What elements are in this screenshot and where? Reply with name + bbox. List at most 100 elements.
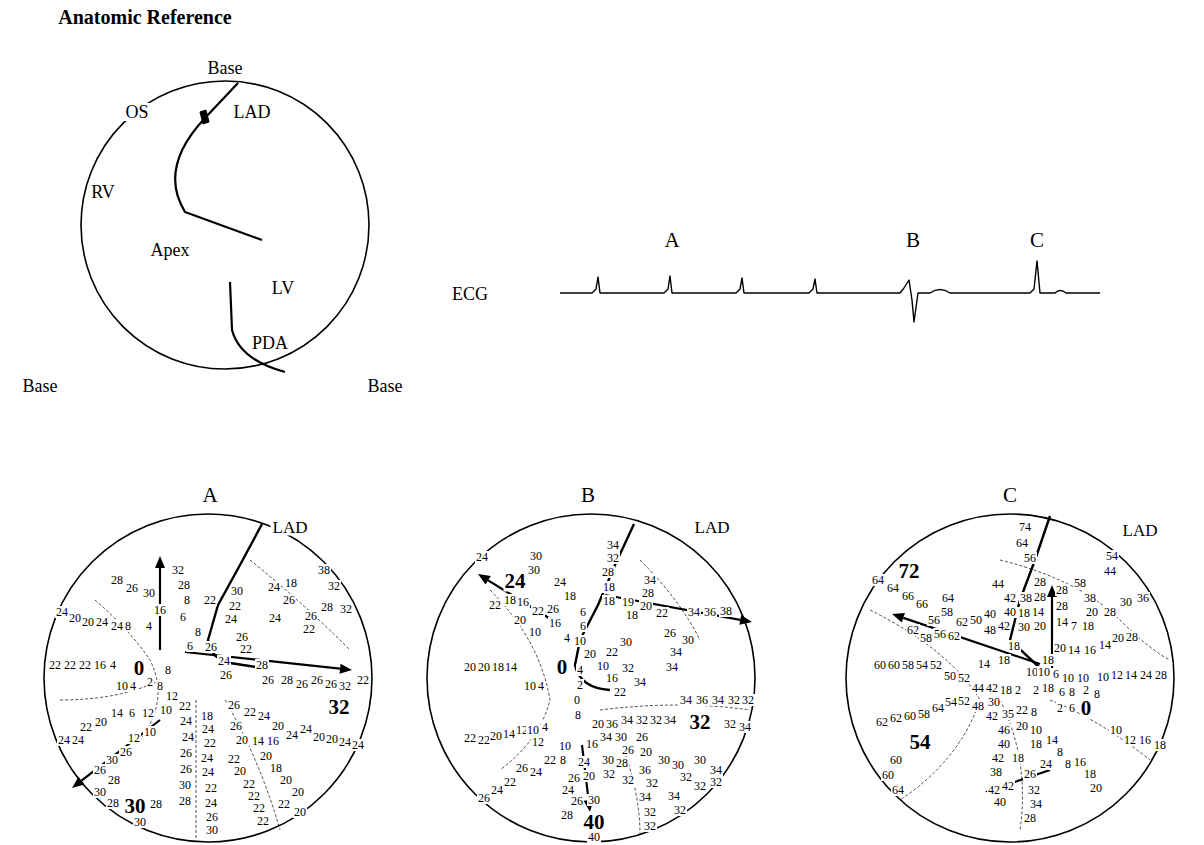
activation-time: 34 bbox=[679, 694, 693, 706]
activation-time: 30 bbox=[614, 731, 628, 743]
activation-time: 16 bbox=[605, 672, 619, 684]
activation-time: 42 bbox=[987, 784, 1001, 796]
activation-time: 18 bbox=[1041, 654, 1055, 666]
activation-time: 32 bbox=[689, 712, 712, 733]
activation-time: 20 bbox=[583, 648, 597, 660]
activation-time: 22 bbox=[79, 721, 93, 733]
activation-time: 16 bbox=[266, 735, 280, 747]
activation-time: 44 bbox=[1103, 565, 1117, 577]
activation-time: 50 bbox=[969, 614, 983, 626]
activation-time: 46 bbox=[997, 724, 1011, 736]
activation-time: 36 bbox=[1136, 592, 1150, 604]
activation-time: 26 bbox=[295, 678, 309, 690]
activation-time: 30 bbox=[527, 564, 541, 576]
activation-time: 2 bbox=[1082, 684, 1090, 696]
activation-time: 34 bbox=[665, 661, 679, 673]
activation-time: 26 bbox=[621, 744, 635, 756]
activation-time: 26 bbox=[546, 603, 560, 615]
activation-time: 12 bbox=[531, 736, 545, 748]
activation-time: 26 bbox=[219, 669, 233, 681]
activation-time: 28 bbox=[1125, 631, 1139, 643]
activation-time: 30 bbox=[133, 816, 147, 828]
activation-time: 32 bbox=[339, 603, 353, 615]
activation-time: 24 bbox=[57, 734, 71, 746]
activation-time: 18 bbox=[1007, 640, 1021, 652]
activation-time: 30 bbox=[142, 587, 156, 599]
activation-time: 0 bbox=[556, 657, 569, 678]
activation-time: 22 bbox=[242, 778, 256, 790]
activation-time: 50 bbox=[943, 670, 957, 682]
activation-time: 2 bbox=[1014, 684, 1022, 696]
activation-time: 10 bbox=[1096, 671, 1110, 683]
activation-time: 24 bbox=[1139, 669, 1153, 681]
activation-time: 22 bbox=[655, 607, 669, 619]
activation-time: 6 bbox=[1058, 686, 1066, 698]
activation-time: 10 bbox=[528, 626, 542, 638]
activation-time: 58 bbox=[1073, 577, 1087, 589]
activation-time: 44 bbox=[971, 682, 985, 694]
activation-time: 36 bbox=[605, 718, 619, 730]
activation-time: 34 bbox=[709, 764, 723, 776]
activation-time: 32 bbox=[673, 804, 687, 816]
activation-time: 32 bbox=[693, 780, 707, 792]
activation-time: 36 bbox=[703, 606, 717, 618]
activation-time: 14 bbox=[502, 728, 516, 740]
activation-time: 22 bbox=[203, 594, 217, 606]
activation-time: 6 bbox=[1068, 702, 1076, 714]
activation-time: 74 bbox=[1018, 521, 1032, 533]
activation-time: 14 bbox=[1055, 616, 1069, 628]
activation-time: 20 bbox=[639, 600, 653, 612]
activation-time: 22 bbox=[203, 737, 217, 749]
activation-time: 24 bbox=[110, 620, 124, 632]
activation-time: 8 bbox=[124, 620, 132, 632]
activation-time: 64 bbox=[1015, 537, 1029, 549]
activation-time: 22 bbox=[227, 753, 241, 765]
activation-time: 20 bbox=[513, 614, 527, 626]
beat-label: B bbox=[906, 230, 920, 251]
activation-time: 10 bbox=[159, 704, 173, 716]
activation-time: 44 bbox=[991, 578, 1005, 590]
activation-time: 18 bbox=[1017, 607, 1031, 619]
activation-time: 26 bbox=[515, 762, 529, 774]
activation-time: 26 bbox=[1023, 768, 1037, 780]
activation-time: 48 bbox=[971, 700, 985, 712]
activation-time: 58 bbox=[940, 606, 954, 618]
base-label: Base bbox=[21, 377, 60, 395]
activation-time: 10 bbox=[143, 726, 157, 738]
activation-time: 64 bbox=[871, 574, 885, 586]
activation-time: 20 bbox=[582, 770, 596, 782]
activation-time: 16 bbox=[516, 596, 530, 608]
activation-time: 32 bbox=[602, 768, 616, 780]
activation-time: 2 bbox=[146, 676, 154, 688]
activation-time: 34 bbox=[687, 606, 701, 618]
activation-time: 56 bbox=[927, 614, 941, 626]
activation-time: 22 bbox=[228, 600, 242, 612]
isochrone bbox=[60, 680, 160, 700]
activation-time: 8 bbox=[1064, 758, 1072, 770]
activation-time: 24 bbox=[299, 723, 313, 735]
activation-time: 24 bbox=[95, 616, 109, 628]
activation-time: 28 bbox=[1154, 669, 1168, 681]
isochrone bbox=[196, 700, 197, 840]
activation-time: 26 bbox=[125, 582, 139, 594]
activation-time: 18 bbox=[1011, 752, 1025, 764]
activation-time: 10 bbox=[1029, 724, 1043, 736]
activation-time: 4 bbox=[129, 680, 137, 692]
activation-time: 60 bbox=[889, 754, 903, 766]
figure-title: Anatomic Reference bbox=[58, 7, 231, 27]
activation-time: 24 bbox=[55, 606, 69, 618]
activation-time: 28 bbox=[1033, 591, 1047, 603]
activation-time: 22 bbox=[356, 674, 370, 686]
activation-time: 58 bbox=[901, 659, 915, 671]
activation-time: 22 bbox=[204, 782, 218, 794]
activation-time: 24 bbox=[257, 710, 271, 722]
activation-time: 40 bbox=[997, 738, 1011, 750]
activation-time: 62 bbox=[906, 624, 920, 636]
activation-time: 30 bbox=[93, 786, 107, 798]
activation-time: 28 bbox=[149, 798, 163, 810]
activation-time: 26 bbox=[179, 747, 193, 759]
activation-time: 32 bbox=[709, 776, 723, 788]
activation-time: 28 bbox=[560, 809, 574, 821]
isochrone bbox=[640, 560, 700, 640]
